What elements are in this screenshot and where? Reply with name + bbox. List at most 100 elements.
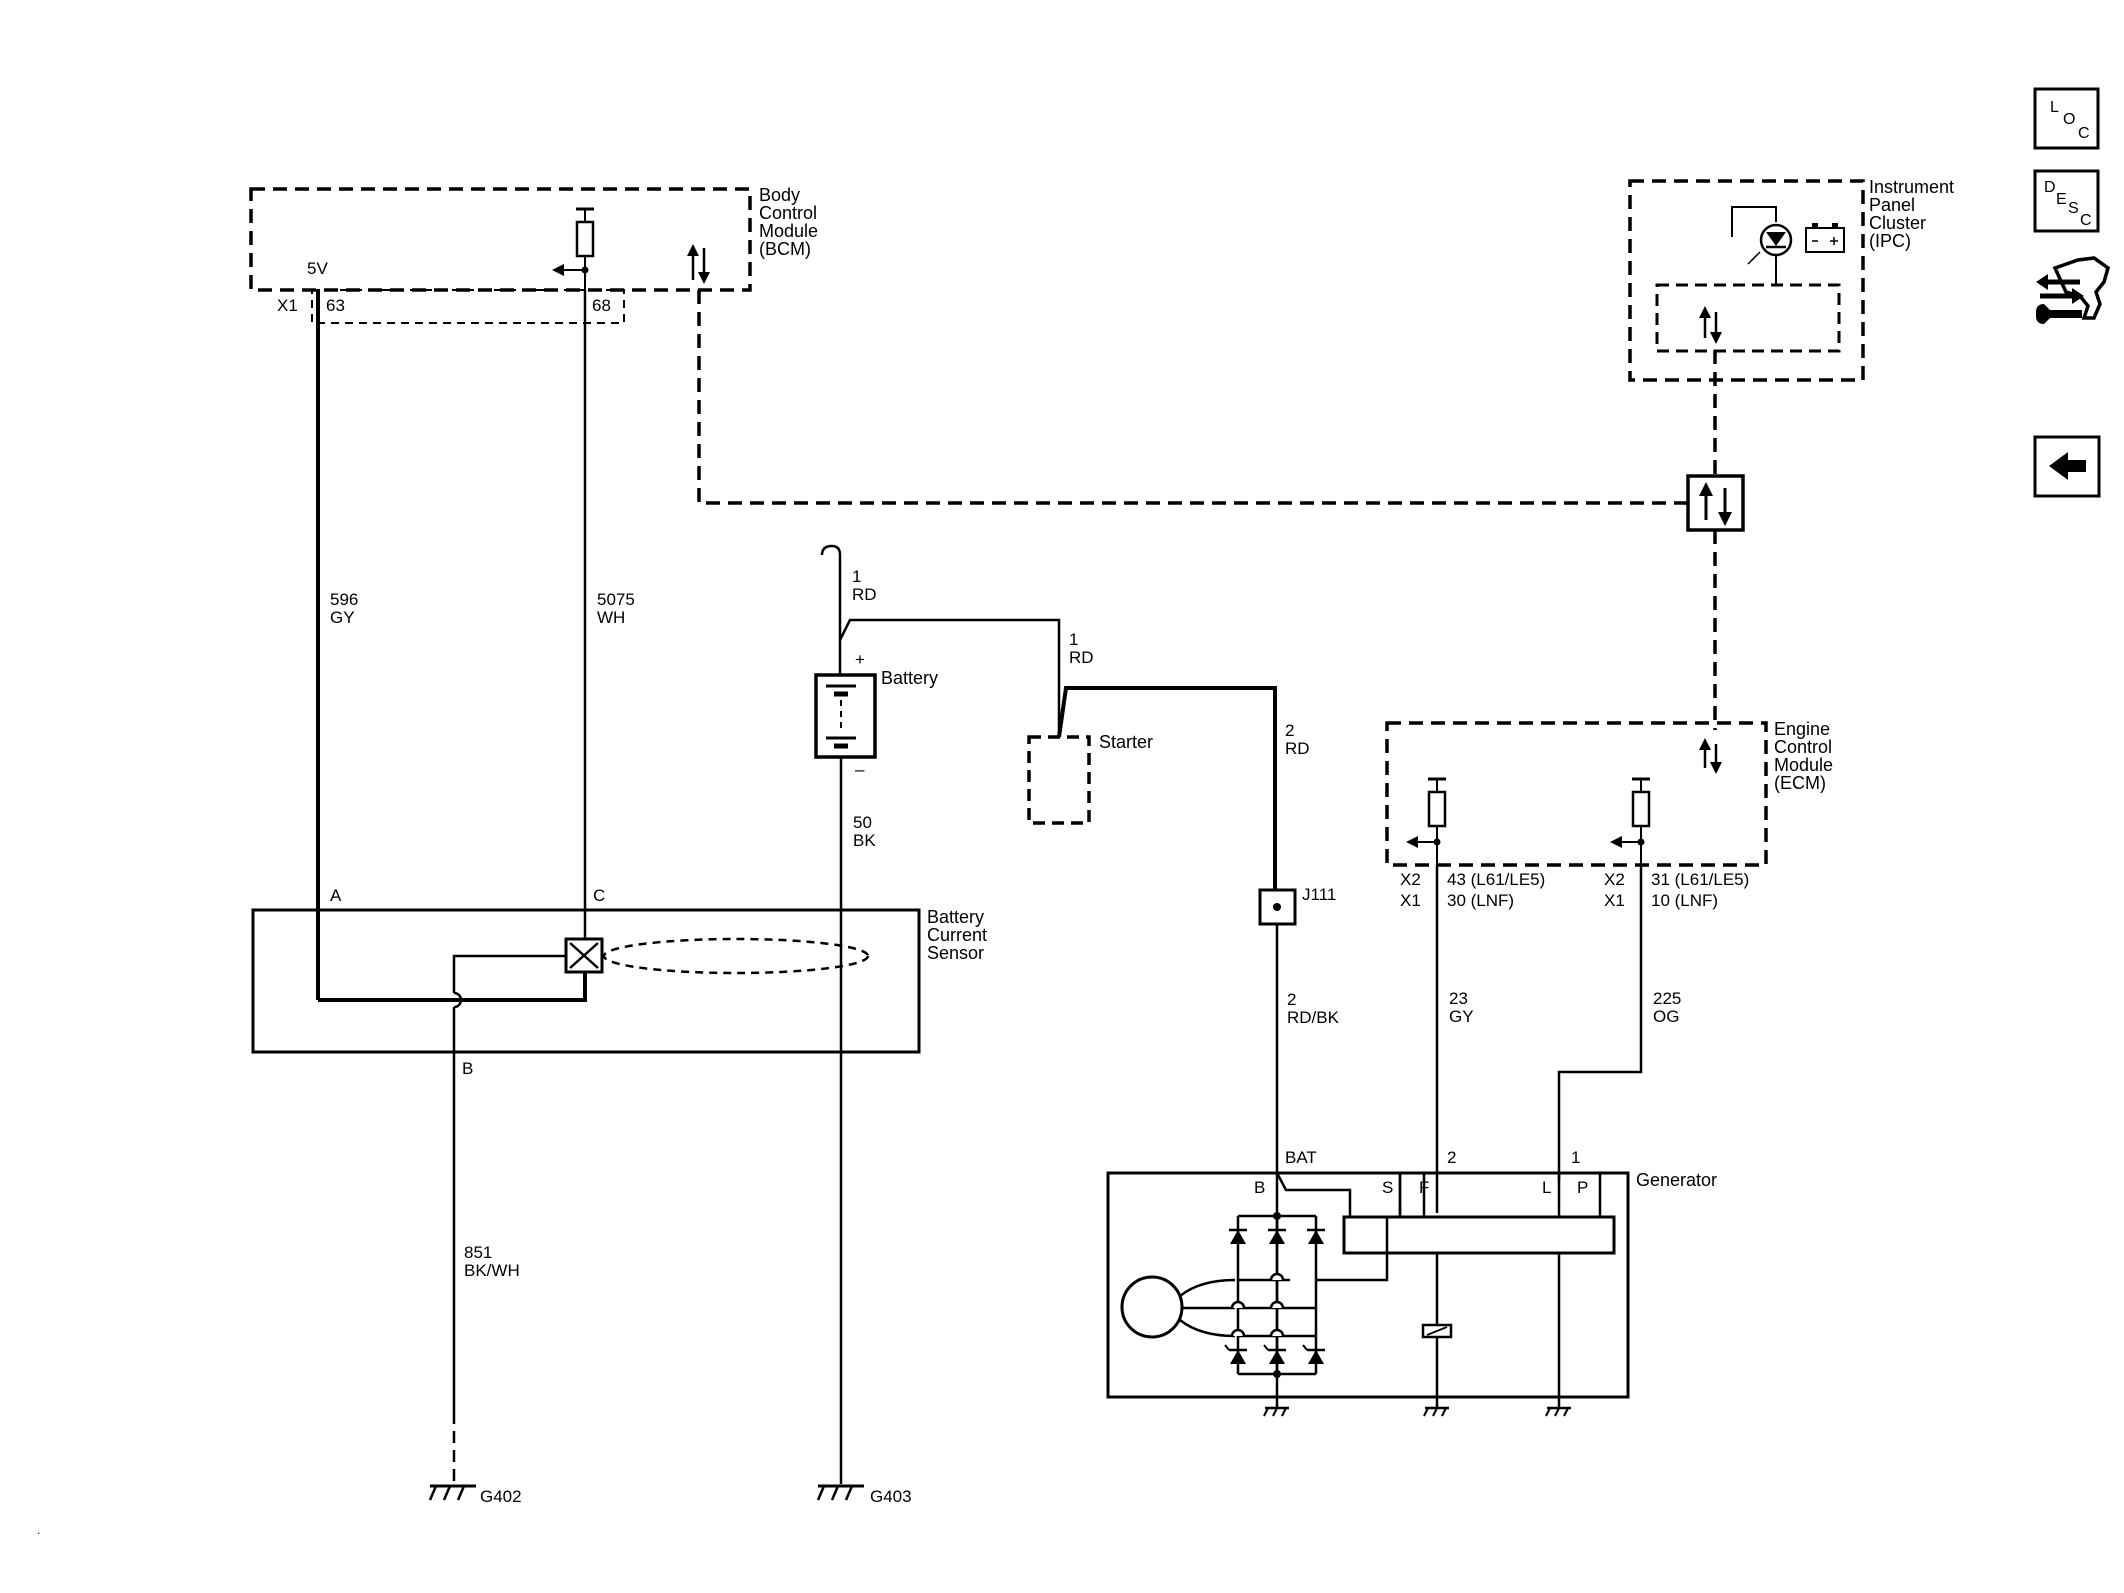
wire-5075-circuit: 5075 — [597, 590, 635, 609]
wire-851-color: BK/WH — [464, 1261, 520, 1280]
wire-225-color: OG — [1653, 1007, 1679, 1026]
wire-2rdbk-color: RD/BK — [1287, 1008, 1340, 1027]
description-button[interactable]: D E S C — [2033, 169, 2100, 233]
generator-label: Generator — [1636, 1170, 1717, 1190]
bcm-5v-label: 5V — [307, 259, 328, 278]
wire-851-bk-wh: 851 BK/WH — [452, 1052, 520, 1484]
ecm-pin-31: 31 (L61/LE5) — [1651, 870, 1749, 889]
ecm-label-2: Control — [1774, 737, 1832, 757]
bcm-label-1: Body — [759, 185, 800, 205]
sensor-label-2: Current — [927, 925, 987, 945]
rectifier-diode-icons — [1224, 1228, 1325, 1364]
bcm-pin-63: 63 — [326, 296, 345, 315]
wire-225-og: 225 OG — [1557, 865, 1681, 1180]
loc-letter-c: C — [2078, 125, 2090, 142]
generator-terminal-p: P — [1577, 1178, 1588, 1197]
ecm-l-resistor-icon — [1610, 777, 1651, 865]
ecm-label-3: Module — [1774, 755, 1833, 775]
bcm-serial-data-icon — [687, 244, 710, 284]
battery-minus-label: – — [855, 760, 865, 779]
generator-terminal-s: S — [1382, 1178, 1393, 1197]
bcm-module: Body Control Module (BCM) 5V X1 63 68 — [249, 185, 818, 324]
wire-596-gy: 596 GY — [316, 290, 358, 1000]
bcm-label-4: (BCM) — [759, 239, 811, 259]
generator-case-grounds — [1263, 1397, 1571, 1417]
bcm-label-2: Control — [759, 203, 817, 223]
wire-23-color: GY — [1449, 1007, 1474, 1026]
wire-1rd-starter-color: RD — [1069, 648, 1094, 667]
ground-g403-label: G403 — [870, 1487, 912, 1506]
starter: Starter 2 RD — [1027, 686, 1310, 890]
ipc-module: Instrument Panel Cluster (IPC) — [1628, 177, 1954, 382]
generator-terminal-f: F — [1419, 1178, 1429, 1197]
wire-5075-color: WH — [597, 608, 625, 627]
ipc-serial-data-icon — [1699, 306, 1722, 344]
back-button[interactable] — [2033, 435, 2101, 498]
battery-label: Battery — [881, 668, 938, 688]
battery-plus-label: + — [855, 650, 865, 669]
ground-g403: G403 — [816, 1484, 912, 1506]
bcm-pin-68: 68 — [592, 296, 611, 315]
wire-1rd-top-circuit: 1 — [852, 567, 861, 586]
ecm-field-resistor-icon — [1406, 777, 1447, 865]
wire-1rd-starter-circuit: 1 — [1069, 630, 1078, 649]
ecm-pin-43: 43 (L61/LE5) — [1447, 870, 1545, 889]
wire-596-color: GY — [330, 608, 355, 627]
desc-letter-d: D — [2044, 179, 2056, 196]
wire-596-circuit: 596 — [330, 590, 358, 609]
wire-23-circuit: 23 — [1449, 989, 1468, 1008]
ground-g402-label: G402 — [480, 1487, 522, 1506]
field-winding-icon — [1421, 1323, 1453, 1339]
ipc-label-2: Panel — [1869, 195, 1915, 215]
wire-50-bk: 50 BK — [839, 757, 876, 1484]
ecm-module: Engine Control Module (ECM) — [1385, 719, 1833, 910]
battery-current-sensor: Battery Current Sensor A C B — [251, 886, 987, 1078]
wire-1rd-top-color: RD — [852, 585, 877, 604]
desc-letter-e: E — [2056, 191, 2067, 208]
generator-pin-1: 1 — [1571, 1148, 1580, 1167]
wire-2rd-circuit: 2 — [1285, 721, 1294, 740]
sensor-pin-c: C — [593, 886, 605, 905]
charge-indicator-led-icon — [1731, 206, 1793, 285]
battery-feed-wire: 1 RD 1 RD — [820, 544, 1094, 737]
ecm-conn-x2-left: X2 — [1400, 870, 1421, 889]
current-sensor-hall-icon — [564, 937, 604, 974]
location-button[interactable]: L O C — [2033, 87, 2100, 150]
serial-data-bus — [697, 290, 1717, 730]
generator-pin-bat: BAT — [1285, 1148, 1317, 1167]
ecm-conn-x1-left: X1 — [1400, 891, 1421, 910]
desc-letter-c: C — [2080, 212, 2092, 229]
wire-50-color: BK — [853, 831, 876, 850]
bcm-label-3: Module — [759, 221, 818, 241]
bcm-resistor-icon — [552, 207, 595, 290]
back-arrow-icon — [2049, 452, 2086, 480]
wire-2-rd-bk: 2 RD/BK — [1275, 924, 1340, 1173]
bcm-x1-label: X1 — [277, 296, 298, 315]
wire-851-circuit: 851 — [464, 1243, 492, 1262]
splice-j111-label: J111 — [1302, 885, 1336, 904]
ecm-label-1: Engine — [1774, 719, 1830, 739]
ipc-label-4: (IPC) — [1869, 231, 1911, 251]
wire-50-circuit: 50 — [853, 813, 872, 832]
sensor-label-3: Sensor — [927, 943, 984, 963]
starter-label: Starter — [1099, 732, 1153, 752]
splice-j111: J111 — [1258, 885, 1336, 926]
sensor-pin-a: A — [330, 886, 342, 905]
ecm-conn-x2-right: X2 — [1604, 870, 1625, 889]
ecm-conn-x1-right: X1 — [1604, 891, 1625, 910]
generator-pin-2: 2 — [1447, 1148, 1456, 1167]
wire-23-gy: 23 GY — [1435, 865, 1474, 1213]
sensor-label-1: Battery — [927, 907, 984, 927]
battery-warning-icon — [1805, 223, 1845, 253]
battery: Battery + – — [814, 650, 938, 779]
wire-2rdbk-circuit: 2 — [1287, 990, 1296, 1009]
generator: Generator BAT 2 1 B S F L P — [1106, 1148, 1717, 1399]
ecm-pin-10: 10 (LNF) — [1651, 891, 1718, 910]
ground-g402: G402 — [428, 1484, 522, 1506]
sensor-pin-b: B — [462, 1059, 473, 1078]
ipc-label-1: Instrument — [1869, 177, 1954, 197]
generator-terminal-b: B — [1254, 1178, 1265, 1197]
diagnostics-connector-icon[interactable] — [2036, 256, 2111, 324]
corner-mark: . — [37, 1523, 40, 1537]
